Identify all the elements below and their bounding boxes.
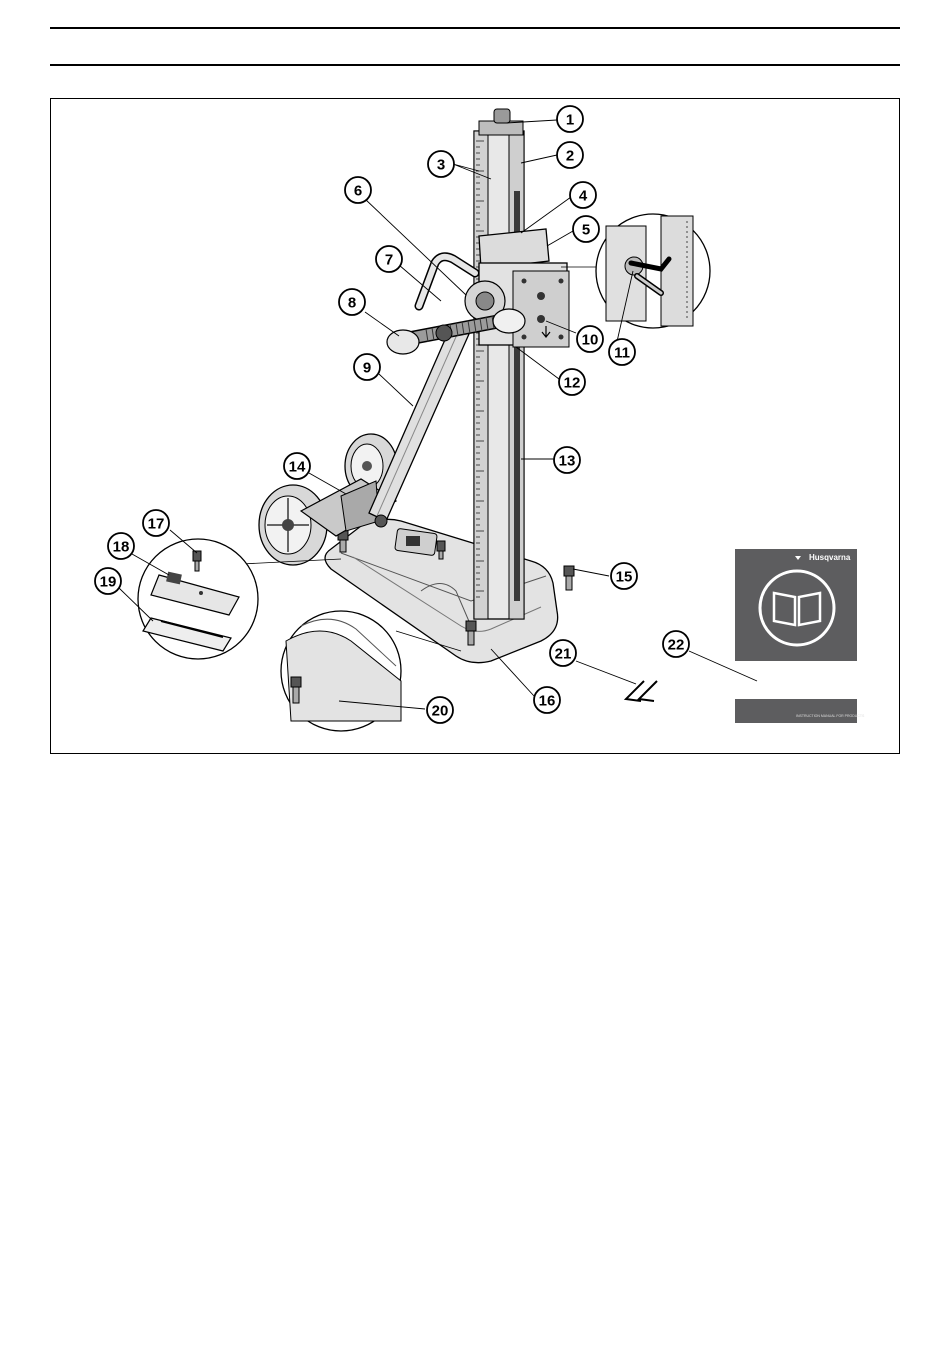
callout-16: 16 — [534, 687, 560, 713]
callout-number: 4 — [579, 188, 588, 205]
callout-1: 1 — [557, 106, 583, 132]
callout-7: 7 — [376, 246, 402, 272]
callout-19: 19 — [95, 568, 121, 594]
callout-8: 8 — [339, 289, 365, 315]
callout-number: 7 — [385, 252, 393, 269]
callout-number: 2 — [566, 148, 574, 165]
callout-number: 12 — [564, 375, 581, 392]
callout-10: 10 — [577, 326, 603, 352]
figure-frame: Husqvarna INSTRUCTION MANUAL FOR PRODUCT… — [50, 98, 900, 754]
callout-number: 9 — [363, 360, 371, 377]
callout-number: 20 — [432, 703, 449, 720]
header-rule-bottom — [50, 64, 900, 66]
callout-number: 13 — [559, 453, 576, 470]
hex-keys — [626, 681, 657, 701]
callout-number: 8 — [348, 295, 356, 312]
callout-number: 18 — [113, 539, 130, 556]
drill-stand-illustration: Husqvarna INSTRUCTION MANUAL FOR PRODUCT… — [51, 99, 899, 753]
callout-number: 21 — [555, 646, 572, 663]
callout-18: 18 — [108, 533, 134, 559]
callout-number: 1 — [566, 112, 574, 129]
callout-number: 6 — [354, 183, 362, 200]
leveling-screw — [564, 566, 574, 590]
front-wheel — [259, 485, 327, 565]
instruction-manual: Husqvarna INSTRUCTION MANUAL FOR PRODUCT… — [735, 549, 865, 723]
header-rule-top — [50, 27, 900, 29]
callout-20: 20 — [427, 697, 453, 723]
callout-number: 22 — [668, 637, 685, 654]
callout-3: 3 — [428, 151, 454, 177]
callout-2: 2 — [557, 142, 583, 168]
callout-number: 5 — [582, 222, 590, 239]
callout-5: 5 — [573, 216, 599, 242]
callout-number: 19 — [100, 574, 117, 591]
callout-number: 3 — [437, 157, 445, 174]
manual-footer-text: INSTRUCTION MANUAL FOR PRODUCTS — [796, 714, 865, 718]
callout-15: 15 — [611, 563, 637, 589]
callout-number: 16 — [539, 693, 556, 710]
callout-number: 10 — [582, 332, 599, 349]
manual-brand: Husqvarna — [809, 553, 851, 562]
callout-13: 13 — [554, 447, 580, 473]
callout-21: 21 — [550, 640, 576, 666]
callout-17: 17 — [143, 510, 169, 536]
callout-12: 12 — [559, 369, 585, 395]
callout-9: 9 — [354, 354, 380, 380]
callout-6: 6 — [345, 177, 371, 203]
callout-11: 11 — [609, 339, 635, 365]
leveling-screw — [466, 621, 476, 645]
column — [474, 109, 524, 619]
callout-14: 14 — [284, 453, 310, 479]
support-strut — [369, 326, 469, 527]
callout-number: 14 — [289, 459, 306, 476]
callout-number: 15 — [616, 569, 633, 586]
callout-number: 17 — [148, 516, 165, 533]
callout-number: 11 — [614, 345, 630, 362]
callout-4: 4 — [570, 182, 596, 208]
callout-22: 22 — [663, 631, 689, 657]
